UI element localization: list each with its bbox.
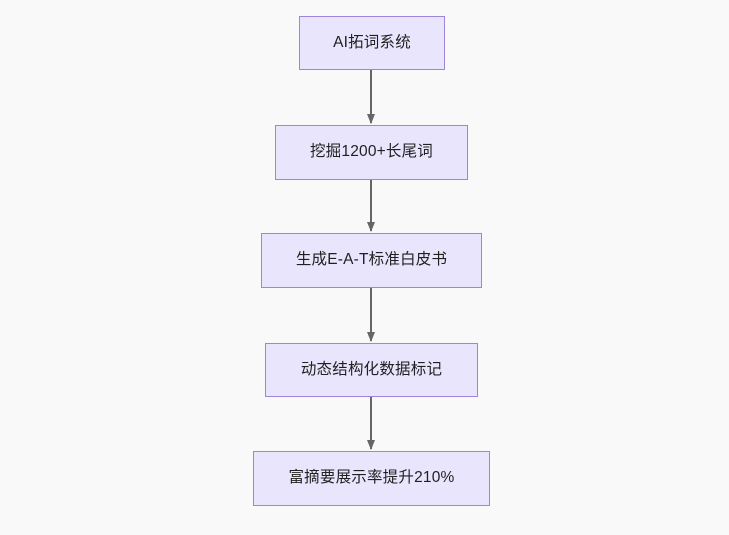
flowchart-node-dynamic-structured-data-markup[interactable]: 动态结构化数据标记 <box>265 343 478 397</box>
node-label: 富摘要展示率提升210% <box>288 469 455 487</box>
node-label: 挖掘1200+长尾词 <box>309 143 434 161</box>
flowchart-node-rich-snippet-rate-increase[interactable]: 富摘要展示率提升210% <box>253 451 490 506</box>
node-label: 生成E-A-T标准白皮书 <box>295 251 448 269</box>
node-label: 动态结构化数据标记 <box>300 360 443 378</box>
node-label: AI拓词系统 <box>333 33 411 51</box>
flowchart-node-mine-longtail-keywords[interactable]: 挖掘1200+长尾词 <box>275 125 468 180</box>
flowchart-node-ai-keyword-system[interactable]: AI拓词系统 <box>299 16 445 70</box>
flowchart-node-generate-eat-whitepaper[interactable]: 生成E-A-T标准白皮书 <box>261 233 482 288</box>
